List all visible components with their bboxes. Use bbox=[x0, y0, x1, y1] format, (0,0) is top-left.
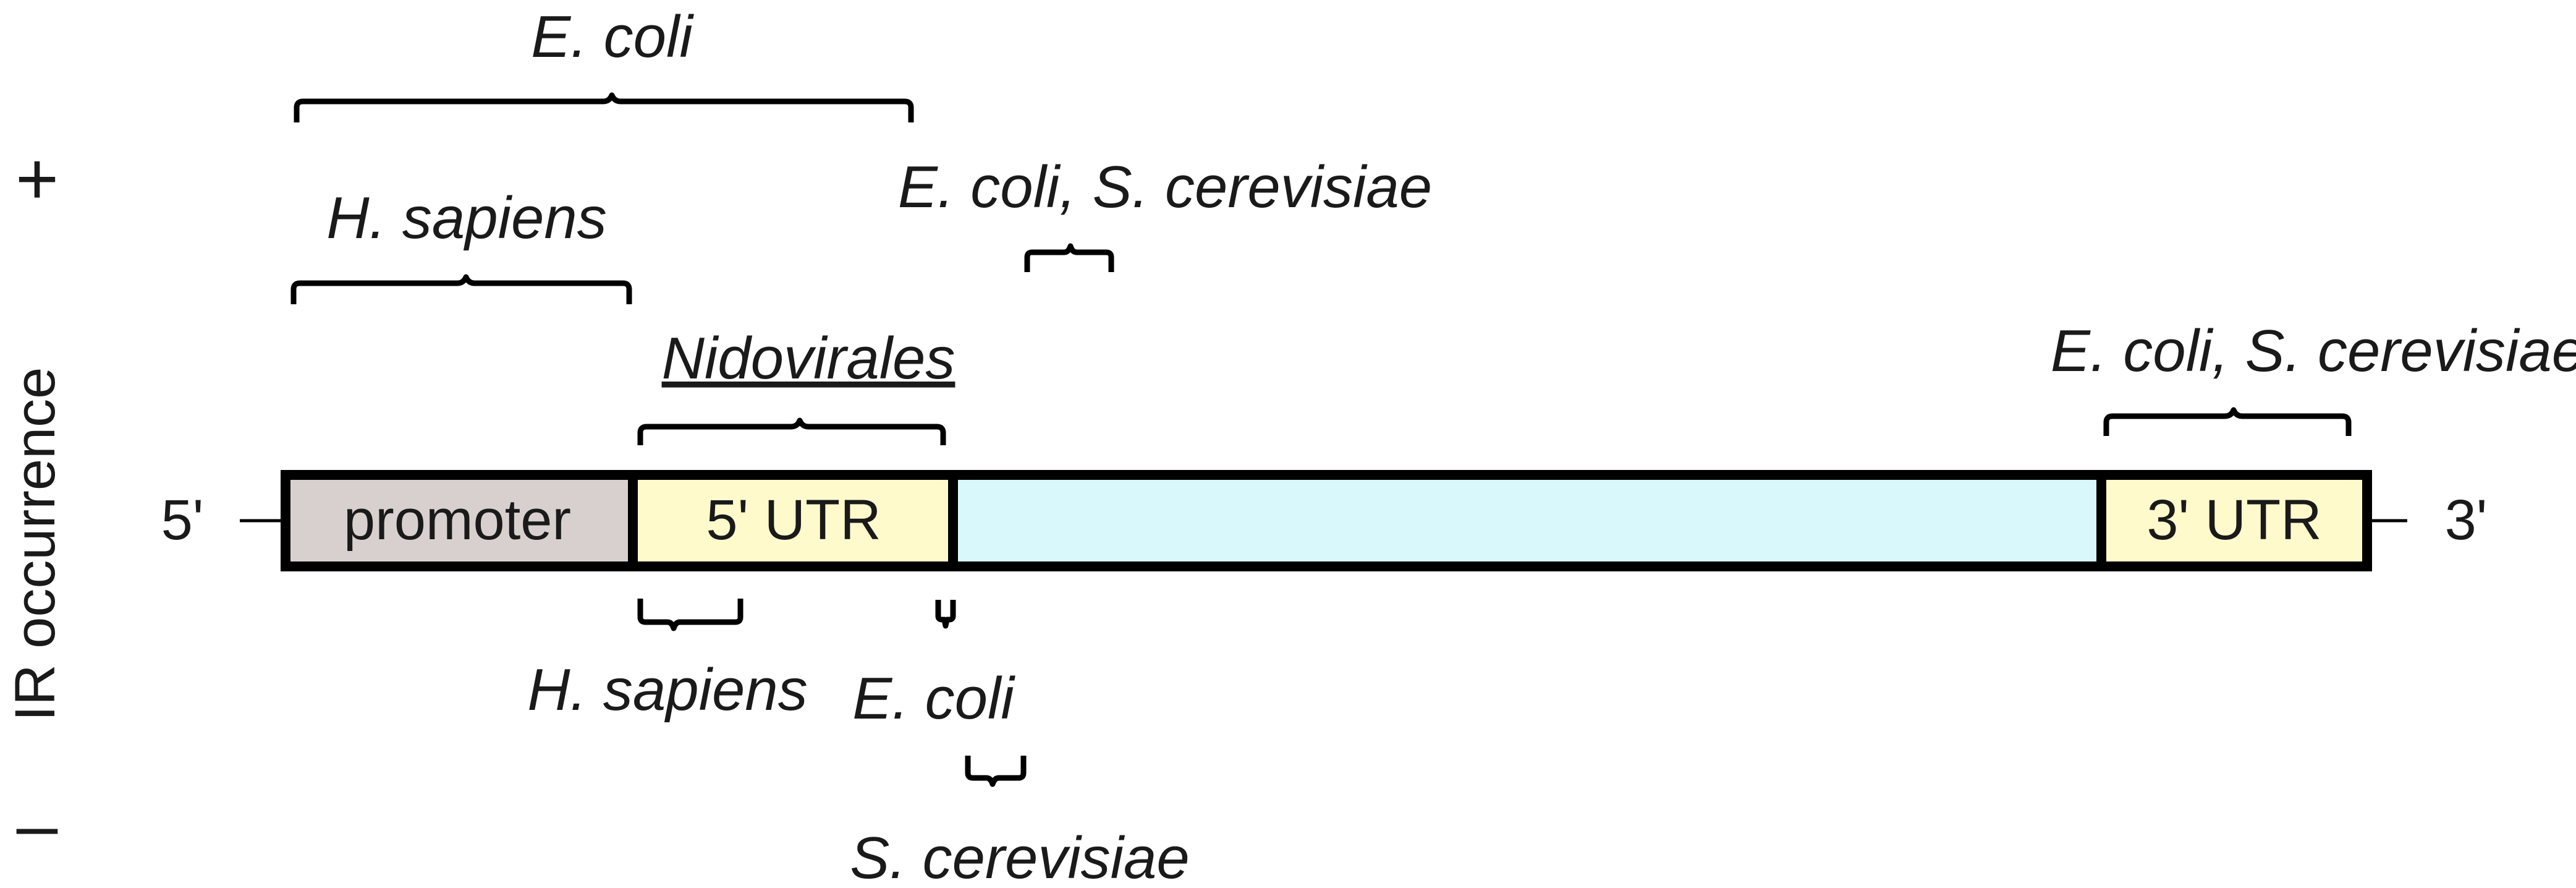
brace-ecoli-scer-mid bbox=[1024, 243, 1114, 272]
brace-nidovirales bbox=[637, 417, 946, 445]
promoter-label: promoter bbox=[344, 489, 571, 552]
three-utr-label: 3' UTR bbox=[2146, 489, 2321, 552]
label-nidovirales: Nidovirales bbox=[662, 325, 955, 391]
coding-segment bbox=[948, 470, 2106, 571]
brace-hsapiens-bottom bbox=[637, 599, 744, 631]
label-ecoli-bottom: E. coli bbox=[852, 665, 1015, 732]
label-ecoli-top: E. coli bbox=[531, 4, 694, 70]
three-prime-label: 3' bbox=[2445, 489, 2488, 552]
three-utr-segment bbox=[2096, 470, 2372, 571]
label-hsapiens-bottom: H. sapiens bbox=[527, 657, 808, 723]
label-hsapiens-top: H. sapiens bbox=[326, 185, 607, 251]
label-ecoli-scer-right: E. coli, S. cerevisiae bbox=[2051, 318, 2576, 384]
brace-ecoli-scer-right bbox=[2103, 407, 2352, 436]
label-ecoli-scer-mid: E. coli, S. cerevisiae bbox=[898, 154, 1432, 220]
brace-ecoli-bottom bbox=[935, 600, 956, 629]
five-prime-label: 5' bbox=[161, 489, 204, 552]
brace-hsapiens-top bbox=[290, 274, 632, 304]
minus-marker: – bbox=[17, 783, 58, 866]
brace-ecoli-top bbox=[294, 92, 914, 122]
y-axis-title: IR occurrence bbox=[4, 367, 67, 722]
label-scer-bottom: S. cerevisiae bbox=[850, 825, 1190, 888]
plus-marker: + bbox=[15, 137, 59, 220]
five-utr-label: 5' UTR bbox=[706, 489, 881, 552]
brace-scer-bottom bbox=[965, 756, 1027, 787]
